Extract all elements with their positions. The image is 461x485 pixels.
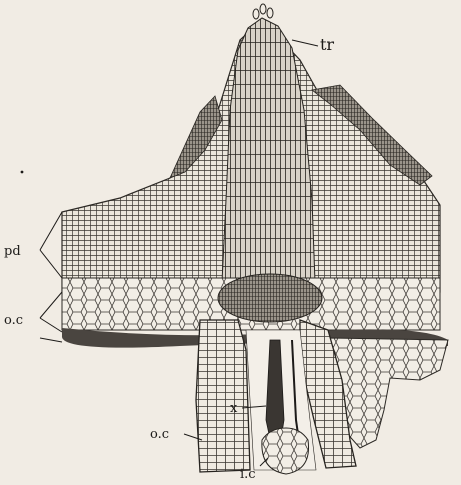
stray-dot bbox=[21, 171, 24, 174]
label-ic: i.c bbox=[240, 467, 256, 482]
left-stalk bbox=[196, 320, 250, 472]
label-oc-lower: o.c bbox=[150, 427, 169, 442]
central-knot bbox=[218, 274, 322, 322]
label-pd: pd bbox=[4, 244, 21, 259]
label-oc-upper: o.c bbox=[4, 313, 23, 328]
label-tr: tr bbox=[320, 35, 334, 54]
label-x: x bbox=[230, 401, 238, 416]
